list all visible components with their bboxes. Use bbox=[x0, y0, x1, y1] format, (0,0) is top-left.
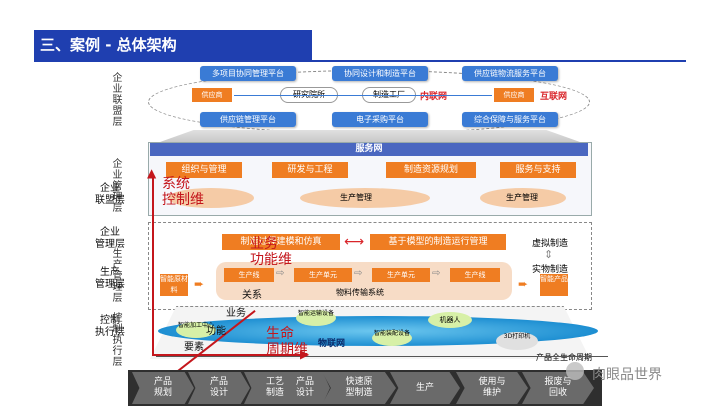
service-resource-plan: 制造资源规划 bbox=[386, 162, 476, 178]
chevron-product-design: 产品 设计 bbox=[188, 372, 250, 404]
label-production-layer: 生产 管理层 bbox=[95, 267, 125, 290]
arrow-right-icon-2: ➨ bbox=[518, 277, 529, 291]
page-title: 三、案例 - 总体架构 bbox=[34, 30, 312, 60]
platform-collab-design: 协同设计和制造平台 bbox=[332, 66, 428, 81]
lifecycle-dim: 生命 周期维 bbox=[266, 326, 308, 358]
double-arrow-icon: ⟷ bbox=[344, 234, 365, 250]
device-machining-center: 智能加工中心 bbox=[176, 322, 216, 338]
updown-arrow-icon: ⇕ bbox=[544, 248, 554, 261]
flow-arrow-icon-2: ⇨ bbox=[354, 268, 363, 279]
service-net-header: 服务网 bbox=[150, 143, 588, 156]
label-alliance-layer: 企业 联盟层 bbox=[95, 183, 125, 206]
iot-label: 物联网 bbox=[318, 339, 346, 349]
label-control-layer: 控制 执行层 bbox=[95, 315, 125, 338]
vertical-label-production: 生产管理层 bbox=[110, 248, 121, 303]
physical-mfg-label: 实物制造 bbox=[532, 265, 569, 275]
chevron-scrap-recycle: 报废与 回收 bbox=[522, 372, 594, 404]
flow-arrow-icon-1: ⇨ bbox=[276, 268, 285, 279]
device-transport: 智能运输设备 bbox=[296, 310, 336, 326]
overlay-axis-up-arrow-icon: ▲ bbox=[147, 166, 157, 180]
device-machining-center-label: 智能加工中心 bbox=[177, 322, 214, 329]
production-mgmt-ellipse-center bbox=[300, 188, 430, 208]
chevron-product-design-2: 产品 设计 bbox=[280, 372, 330, 404]
sim-modeling-box: 制造过程建模和仿真 bbox=[222, 234, 340, 250]
platform-supply-logistics: 供应链物流服务平台 bbox=[462, 66, 558, 81]
lifecycle-axis-label: 产品全生命周期 bbox=[536, 353, 592, 362]
chevron-production: 生产 bbox=[390, 372, 460, 404]
production-mgmt-label: 生产管理 bbox=[340, 193, 372, 202]
flow-unit-2: 生产单元 bbox=[372, 268, 430, 282]
smart-material-box: 智能原材料 bbox=[160, 274, 188, 296]
watermark: 肉眼品世界 bbox=[592, 367, 662, 383]
model-ops-box: 基于模型的制造运行管理 bbox=[370, 234, 506, 250]
annotation-business: 业务 bbox=[226, 308, 246, 319]
chevron-use-maintenance: 使用与 维护 bbox=[456, 372, 528, 404]
logistics-label: 物料传输系统 bbox=[336, 288, 384, 297]
chevron-product-planning: 产品 规划 bbox=[132, 372, 194, 404]
device-assembly-label: 智能装配设备 bbox=[373, 330, 410, 337]
virtual-mfg-label: 虚拟制造 bbox=[532, 239, 569, 249]
arrow-right-icon: ➨ bbox=[194, 277, 205, 291]
annotation-element: 要素 bbox=[184, 342, 204, 353]
system-control-dim: 系统 控制维 bbox=[162, 176, 204, 208]
platform-e-procurement: 电子采购平台 bbox=[332, 112, 428, 127]
device-robot: 机器人 bbox=[428, 312, 472, 328]
device-assembly: 智能装配设备 bbox=[372, 330, 412, 346]
flow-arrow-icon-3: ⇨ bbox=[432, 268, 441, 279]
overlay-axis-right-arrow-icon: ▶ bbox=[300, 347, 310, 361]
production-mgmt-ellipse-right bbox=[480, 188, 566, 208]
flow-line-1: 生产线 bbox=[224, 268, 274, 282]
overlay-axis-vertical bbox=[152, 176, 154, 356]
vertical-label-management: 企业管理层 bbox=[110, 158, 121, 213]
service-support: 服务与支持 bbox=[500, 162, 576, 178]
platform-support-service: 综合保障与服务平台 bbox=[462, 112, 558, 127]
device-3d-printer-label: 3D打印机 bbox=[503, 333, 531, 340]
alliance-to-service-connector bbox=[160, 130, 580, 142]
flow-line-2: 生产线 bbox=[450, 268, 500, 282]
smart-product-box: 智能产品 bbox=[540, 274, 568, 296]
platform-supply-chain: 供应链管理平台 bbox=[200, 112, 296, 127]
service-rnd: 研发与工程 bbox=[272, 162, 348, 178]
annotation-function: 功能 bbox=[206, 326, 226, 337]
business-function-dim: 业务 功能维 bbox=[250, 236, 292, 268]
device-transport-label: 智能运输设备 bbox=[297, 310, 334, 317]
vertical-label-control: 控制执行层 bbox=[110, 312, 121, 367]
chevron-rapid-prototype: 快速原 型制造 bbox=[322, 372, 396, 404]
annotation-relation: 关系 bbox=[242, 290, 262, 301]
intranet-label: 内联网 bbox=[420, 92, 448, 102]
platform-multi-project: 多项目协同管理平台 bbox=[200, 66, 296, 81]
device-robot-label: 机器人 bbox=[439, 316, 461, 324]
node-supplier-right: 供应商 bbox=[494, 88, 534, 102]
flow-unit-1: 生产单元 bbox=[294, 268, 352, 282]
title-underline bbox=[34, 60, 686, 62]
label-management-layer: 企业 管理层 bbox=[95, 227, 125, 250]
device-3d-printer: 3D打印机 bbox=[496, 332, 538, 350]
overlay-axis-horizontal bbox=[152, 354, 302, 356]
production-mgmt-ellipse-left bbox=[168, 188, 254, 208]
lifecycle-axis-line bbox=[156, 356, 608, 357]
alliance-link-line bbox=[234, 95, 492, 96]
service-org-mgmt: 组织与管理 bbox=[166, 162, 242, 178]
production-mgmt-label-right: 生产管理 bbox=[506, 193, 538, 202]
watermark-icon bbox=[566, 362, 584, 380]
internet-label: 互联网 bbox=[540, 92, 568, 102]
vertical-label-alliance: 企业联盟层 bbox=[110, 72, 121, 127]
node-supplier-left: 供应商 bbox=[192, 88, 232, 102]
